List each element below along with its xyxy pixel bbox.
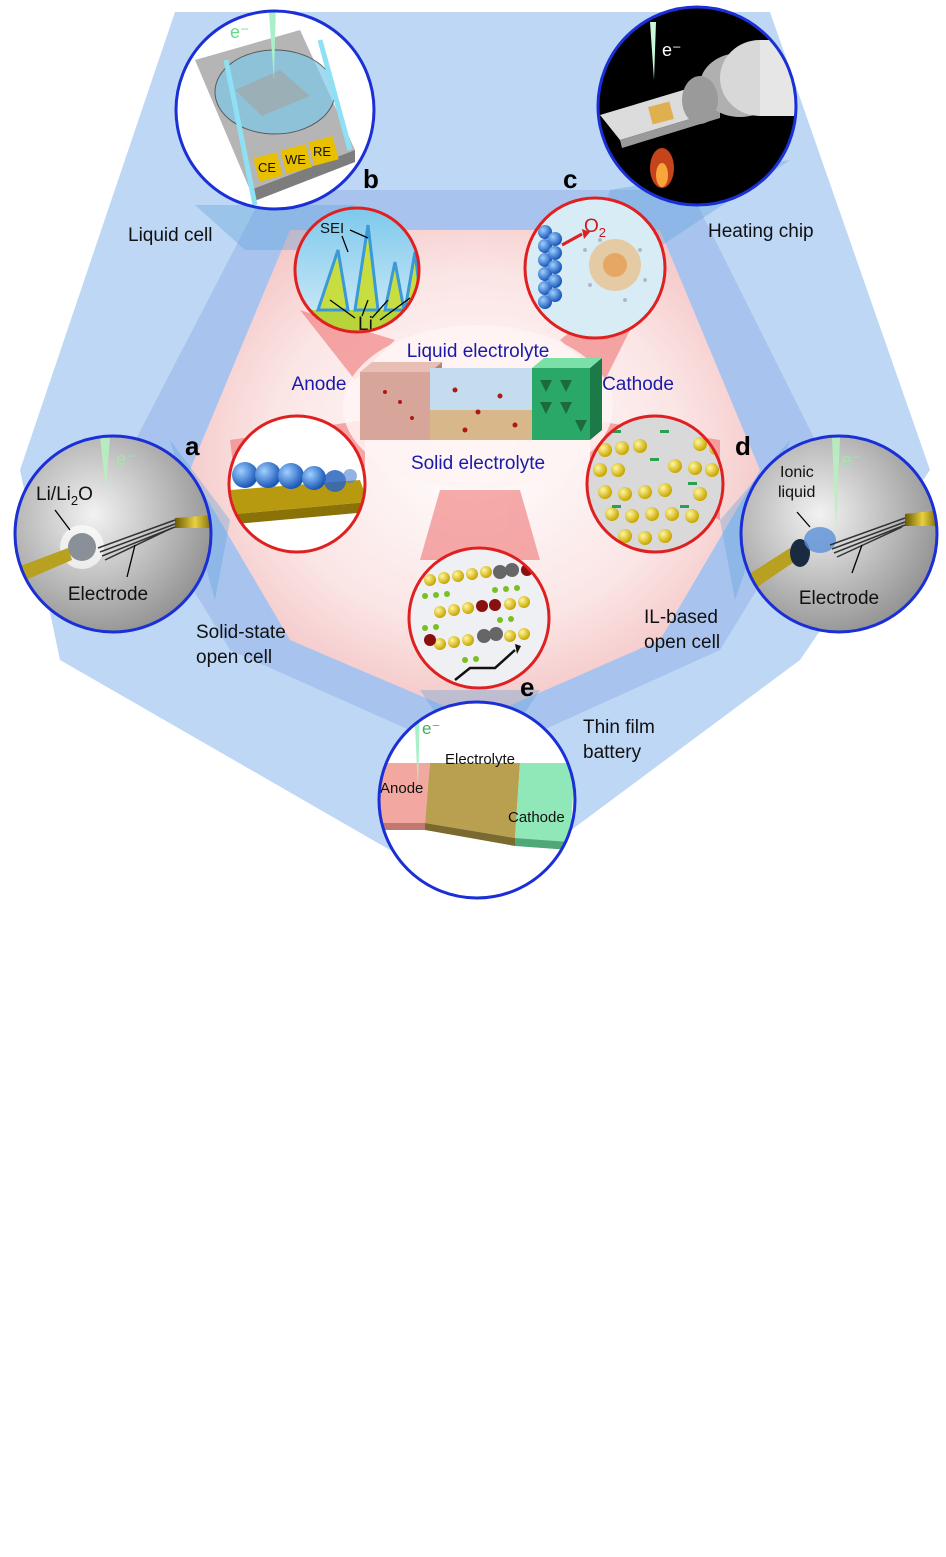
blue-circle-d: Ionic liquid Electrode e⁻ [739, 434, 939, 634]
blue-circle-b: CE WE RE e⁻ [174, 9, 376, 211]
a-beam-label: e⁻ [116, 449, 136, 469]
solid-electrolyte-label: Solid electrolyte [411, 453, 545, 474]
d-beam-label: e⁻ [842, 450, 862, 470]
cathode-label: Cathode [602, 374, 674, 395]
d-electrode-label: Electrode [799, 588, 879, 609]
caption-il-1: IL-based [644, 607, 718, 628]
panel-letter-a: a [185, 431, 200, 461]
e-electrolyte-label: Electrolyte [445, 751, 515, 768]
we-label: WE [285, 152, 306, 167]
red-circle-b: SEI Li [293, 206, 421, 335]
e-anode-label: Anode [380, 780, 423, 797]
sei-label: SEI [320, 220, 344, 237]
caption-solid-state-2: open cell [196, 647, 272, 668]
blue-circle-e: Electrolyte Anode Cathode e⁻ [377, 700, 577, 900]
b-arrows [329, 229, 411, 321]
a-electrode-label: Electrode [68, 584, 148, 605]
panel-letter-c: c [563, 164, 577, 194]
b-beam-label: e⁻ [230, 22, 250, 42]
caption-il-2: open cell [644, 632, 720, 653]
caption-thin-film-1: Thin film [583, 717, 655, 738]
battery-block [360, 358, 602, 440]
li-li2o-label: Li/Li2O [36, 484, 93, 508]
red-circle-e [407, 546, 551, 690]
e-cathode-label: Cathode [508, 809, 565, 826]
red-circle-a [227, 414, 367, 554]
e-beam-label: e⁻ [422, 719, 440, 738]
liquid-electrolyte-label: Liquid electrolyte [407, 341, 550, 362]
ce-label: CE [258, 160, 276, 175]
panel-letter-e: e [520, 672, 534, 702]
blue-circle-c: e⁻ [596, 5, 798, 207]
o2-label: O2 [584, 216, 606, 240]
red-circle-d [585, 414, 725, 554]
caption-thin-film-2: battery [583, 742, 642, 763]
panel-letter-b: b [363, 164, 379, 194]
red-circle-c: O2 [523, 196, 667, 340]
caption-heating-chip: Heating chip [708, 221, 814, 242]
re-label: RE [313, 144, 331, 159]
caption-liquid-cell: Liquid cell [128, 225, 213, 246]
caption-solid-state-1: Solid-state [196, 622, 286, 643]
anode-label: Anode [292, 374, 347, 395]
panel-letter-d: d [735, 431, 751, 461]
ionic-label: Ionic [780, 464, 814, 481]
c-beam-label: e⁻ [662, 40, 682, 60]
blue-circle-a: Li/Li2O Electrode e⁻ [13, 434, 213, 634]
liquid-label: liquid [778, 484, 815, 501]
